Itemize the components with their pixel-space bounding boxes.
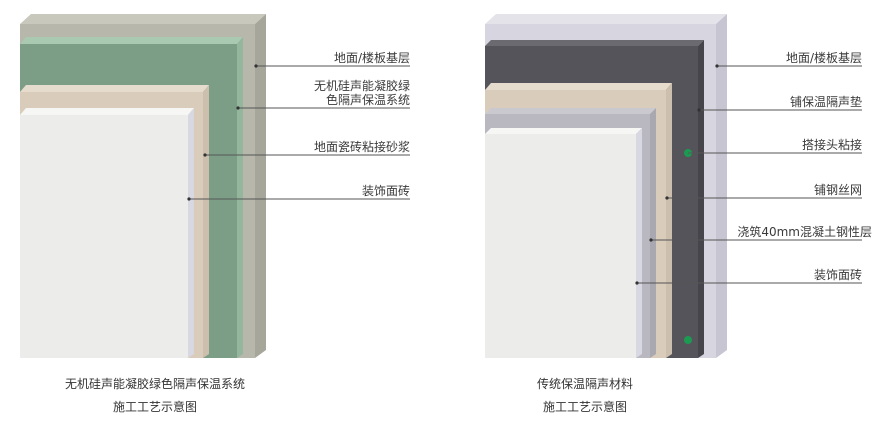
right-leader-dot-concrete [649,238,653,242]
right-tile-side [636,128,642,358]
right-label-decor-tile: 装饰面砖 [813,268,862,282]
right-layer-stack [485,14,727,358]
right-mesh-side [650,108,656,358]
right-label-concrete: 浇筑40mm混凝土钢性层 [737,225,872,239]
right-tile-top [485,128,642,134]
right-label-floor-base: 地面/楼板基层 [785,51,862,65]
left-layer-stack [20,14,266,358]
left-caption: 无机硅声能凝胶绿色隔声保温系统 施工工艺示意图 [20,377,290,415]
right-leader-dot-mesh [665,196,669,200]
left-leader-dot-green-system [236,106,240,110]
left-leader-lines [189,65,410,200]
right-pad-side [698,40,704,358]
right-mesh-top [485,108,656,114]
right-caption-line1: 传统保温隔声材料 [536,377,633,391]
right-concrete-top [485,83,672,90]
left-green-top [20,37,243,44]
right-label-pad: 铺保温隔声垫 [789,95,862,109]
left-caption-line1: 无机硅声能凝胶绿色隔声保温系统 [64,377,245,391]
left-label-tile-mortar: 地面瓷砖粘接砂浆 [313,140,410,154]
left-label-green-system-line1: 无机硅声能凝胶绿 [313,79,410,93]
right-label-mesh: 铺钢丝网 [813,183,862,197]
left-label-green-system-line2: 色隔声保温系统 [325,93,410,107]
left-label-floor-base: 地面/楼板基层 [333,51,410,65]
right-caption-line2: 施工工艺示意图 [542,400,627,414]
left-green-side [237,37,243,358]
right-pad-top [485,40,704,46]
right-leader-dot-tile [635,281,639,285]
right-caption: 传统保温隔声材料 施工工艺示意图 [470,377,700,415]
left-floor-base-side [255,14,266,358]
left-caption-line2: 施工工艺示意图 [112,400,197,414]
left-mortar-side [203,85,209,358]
left-leader-dot-floor-base [254,64,258,68]
right-leader-lines [637,65,862,284]
right-tile-layer [485,134,636,358]
right-leader-dot-pad [697,108,701,112]
left-tile-layer [20,115,188,358]
left-tile-side [188,108,194,358]
left-tile-top [20,108,194,115]
right-concrete-side [666,83,672,358]
left-leader-dot-tile [187,197,191,201]
right-leader-dot-floor-base [715,64,719,68]
left-leader-dot-mortar [203,153,207,157]
left-floor-base-top [20,14,266,24]
left-leader-dots [187,64,258,201]
left-label-decor-tile: 装饰面砖 [361,184,410,198]
right-floor-base-side [716,14,727,358]
right-joint-dot-lower [684,336,692,344]
left-mortar-top [20,85,209,92]
right-leader-dots [635,64,719,285]
right-floor-base-top [485,14,727,24]
right-label-joint: 搭接头粘接 [801,138,862,152]
